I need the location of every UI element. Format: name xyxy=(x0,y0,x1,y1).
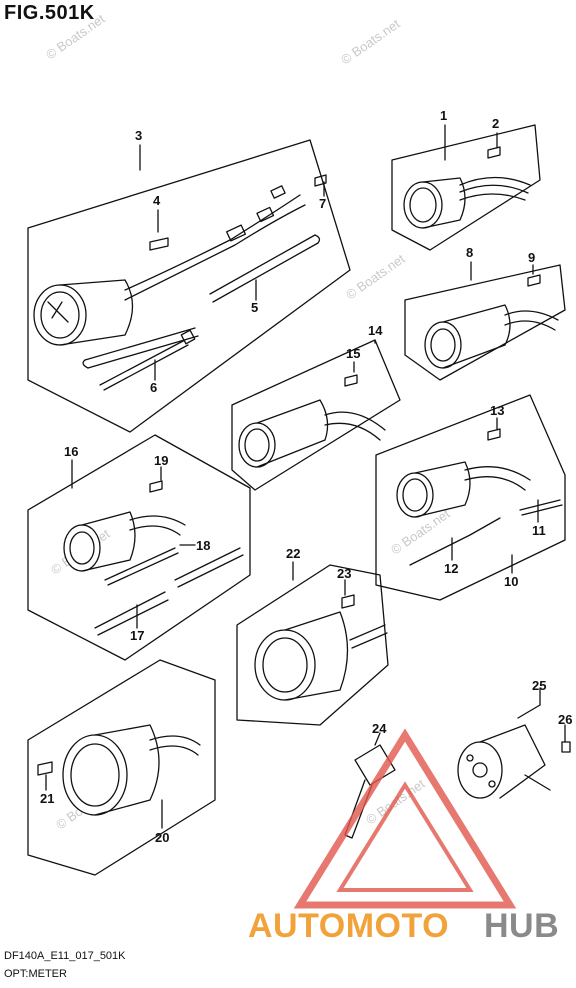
callout-14: 14 xyxy=(368,323,383,338)
callout-23: 23 xyxy=(337,566,351,581)
svg-text:© Boats.net: © Boats.net xyxy=(338,16,403,68)
callout-3: 3 xyxy=(135,128,142,143)
callout-25: 25 xyxy=(532,678,546,693)
figure-code: DF140A_E11_017_501K xyxy=(4,950,126,962)
callout-1: 1 xyxy=(440,108,447,123)
callout-5: 5 xyxy=(251,300,258,315)
callout-8: 8 xyxy=(466,245,473,260)
brand-watermark: AUTOMOTO HUB xyxy=(248,728,559,945)
gauge-kit-20 xyxy=(37,724,201,816)
kit-box-1 xyxy=(391,124,541,251)
callout-15: 15 xyxy=(346,346,360,361)
gauge-kit-14 xyxy=(238,374,386,468)
callout-17: 17 xyxy=(130,628,144,643)
cable-tie-6 xyxy=(99,329,196,391)
callout-7: 7 xyxy=(319,196,326,211)
kit-box-3 xyxy=(27,139,351,433)
svg-text:© Boats.net: © Boats.net xyxy=(343,251,408,303)
kit-box-20 xyxy=(27,659,216,876)
kit-box-10 xyxy=(375,394,566,601)
gauge-kit-1 xyxy=(403,146,531,229)
gauge-kit-3 xyxy=(33,174,327,346)
gauge-kit-22 xyxy=(254,594,388,701)
triangle-logo xyxy=(293,728,517,909)
callout-6: 6 xyxy=(150,380,157,395)
watermark-copyright: © Boats.net © Boats.net © Boats.net © Bo… xyxy=(43,11,453,833)
figure-name: OPT:METER xyxy=(4,968,67,980)
callout-9: 9 xyxy=(528,250,535,265)
kit-box-16 xyxy=(27,434,251,661)
callout-24: 24 xyxy=(372,721,387,736)
callout-numbers: 1 2 3 4 5 6 7 8 9 10 11 12 13 14 15 16 1… xyxy=(40,108,572,845)
brand-right: HUB xyxy=(484,907,559,945)
callout-11: 11 xyxy=(532,523,546,538)
callout-4: 4 xyxy=(153,193,161,208)
gauge-kit-16 xyxy=(63,480,244,636)
callout-2: 2 xyxy=(492,116,499,131)
kit-box-14 xyxy=(231,339,401,491)
callout-13: 13 xyxy=(490,403,504,418)
callout-18: 18 xyxy=(196,538,210,553)
housing-25 xyxy=(457,724,571,799)
callout-12: 12 xyxy=(444,561,458,576)
callout-19: 19 xyxy=(154,453,168,468)
tube-5 xyxy=(82,234,321,369)
svg-text:© Boats.net: © Boats.net xyxy=(43,11,108,63)
callout-16: 16 xyxy=(64,444,78,459)
callout-20: 20 xyxy=(155,830,169,845)
callout-21: 21 xyxy=(40,791,54,806)
callout-10: 10 xyxy=(504,574,518,589)
callout-22: 22 xyxy=(286,546,300,561)
bracket-24 xyxy=(344,744,396,839)
brand-left: AUTOMOTO xyxy=(248,907,449,945)
gauge-kit-8 xyxy=(424,274,559,369)
figure-title: FIG.501K xyxy=(4,2,95,24)
callout-26: 26 xyxy=(558,712,572,727)
kit-box-8 xyxy=(404,264,566,381)
gauge-kit-10 xyxy=(396,428,563,566)
kit-box-22 xyxy=(236,564,389,726)
